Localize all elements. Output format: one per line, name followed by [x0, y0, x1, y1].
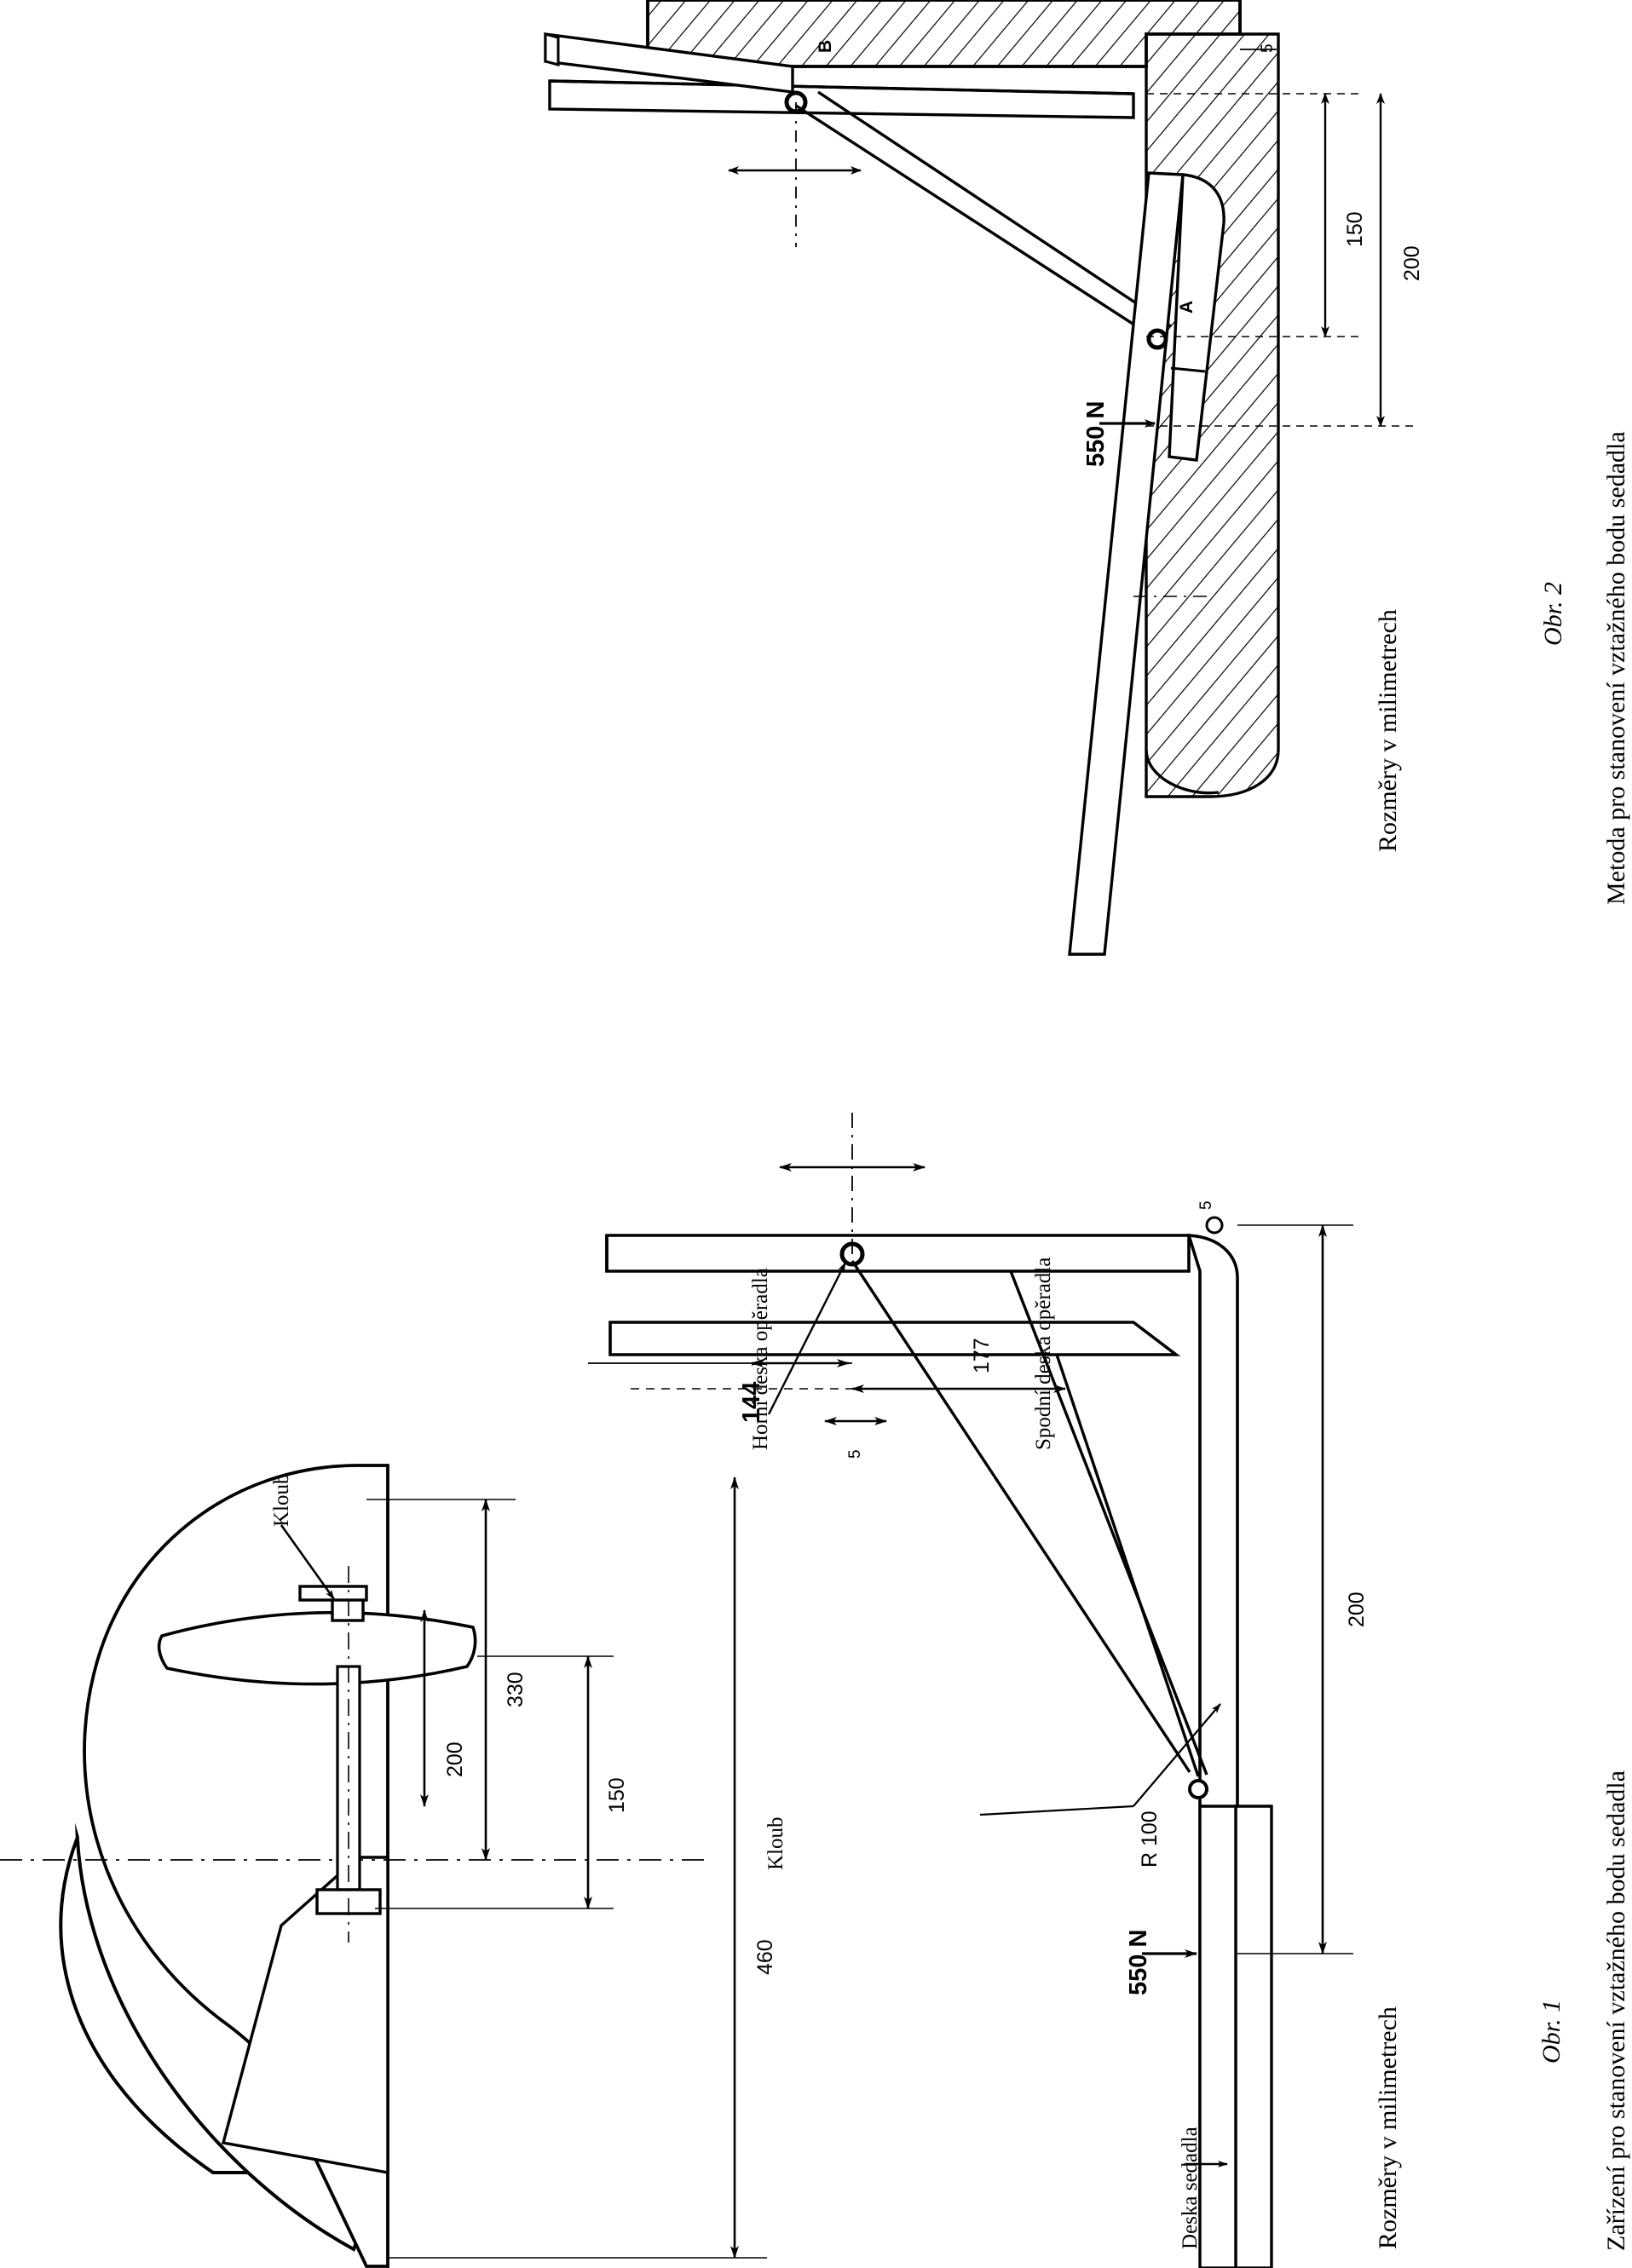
dimension-150 [1146, 93, 1364, 337]
pan-inner-wedge [221, 1856, 389, 2175]
strut-pivot [1188, 1779, 1208, 1799]
point-label-b: B [816, 39, 835, 53]
kloub-leader-side [767, 1262, 847, 1415]
upper-backrest-bar [605, 1234, 1239, 2217]
figure-obr2: B A 550 N 150 200 5 Rozměry v milimetrec… [0, 0, 1632, 956]
dimension-200-bottom [1237, 1224, 1353, 1954]
units-note-obr1: Rozměry v milimetrech [1374, 2006, 1402, 2249]
obr1-drawing [0, 1108, 1353, 2268]
dimension-label-200-probe: 200 [443, 1741, 467, 1777]
dimension-label-144: 144 [738, 1381, 765, 1423]
dimension-label-150-obr2: 150 [1343, 211, 1367, 247]
support-struts [851, 1260, 1208, 1777]
dimension-label-5-obr2: 5 [1259, 43, 1277, 53]
label-kloub-side: Kloub [764, 1816, 787, 1871]
hinge-point-a [1146, 328, 1168, 350]
seat-pan-plate [1068, 171, 1225, 956]
probe-assembly [157, 1585, 477, 1915]
figure-caption-obr1: Zařízení pro stanovení vztažného bodu se… [1602, 1770, 1630, 2251]
strut-linkage [795, 90, 1172, 343]
backrest-plate [548, 79, 1135, 119]
point-label-a: A [1177, 300, 1197, 314]
dimension-label-150-probe: 150 [605, 1777, 629, 1813]
dimension-label-200-bottom: 200 [1345, 1592, 1369, 1627]
dimension-label-330: 330 [504, 1672, 528, 1707]
figure-number-obr1: Obr. 1 [1537, 1999, 1566, 2064]
label-deska-sedadla: Deska sedadla [1179, 2127, 1202, 2249]
dimension-label-200-obr2: 200 [1400, 245, 1424, 281]
dimension-150-probe [375, 1655, 614, 1909]
dimension-5-marker [1205, 1216, 1224, 1235]
figure-number-obr2: Obr. 2 [1539, 581, 1567, 646]
hinged-flap-plate [544, 32, 794, 94]
dimension-200 [1146, 93, 1419, 427]
dimension-label-177: 177 [970, 1338, 994, 1373]
force-label-550n-obr1: 550 N [1125, 1929, 1152, 1995]
r100-leader [1133, 1703, 1221, 1807]
dimension-label-5-obr1: 5 [846, 1449, 864, 1459]
label-spodni-deska-operadla: Spodní deska opěradla [1032, 1257, 1055, 1450]
dimension-144 [588, 1359, 852, 1367]
block-round-end [1145, 749, 1220, 795]
kloub-leader-plan [280, 1524, 336, 1600]
units-note-obr2: Rozměry v milimetrech [1374, 609, 1402, 852]
figure-caption-obr2: Metoda pro stanovení vztažného bodu seda… [1602, 431, 1630, 905]
dimension-460 [388, 1477, 767, 2259]
dimension-label-460: 460 [753, 1939, 777, 1975]
dimension-label-r100: R 100 [1138, 1810, 1162, 1868]
force-label-550n-obr2: 550 N [1082, 400, 1110, 467]
dimension-label-5-top-obr1: 5 [1197, 1200, 1215, 1210]
lower-backrest-bar [608, 1321, 1181, 1356]
seat-plate-bar [1198, 1805, 1273, 2268]
figure-obr1: Kloub Horní deska opěradla Spodní deska … [0, 954, 1632, 2268]
dimension-330 [366, 1499, 516, 1861]
obr2-drawing [544, 0, 1419, 956]
label-kloub-plan: Kloub [270, 1473, 293, 1528]
